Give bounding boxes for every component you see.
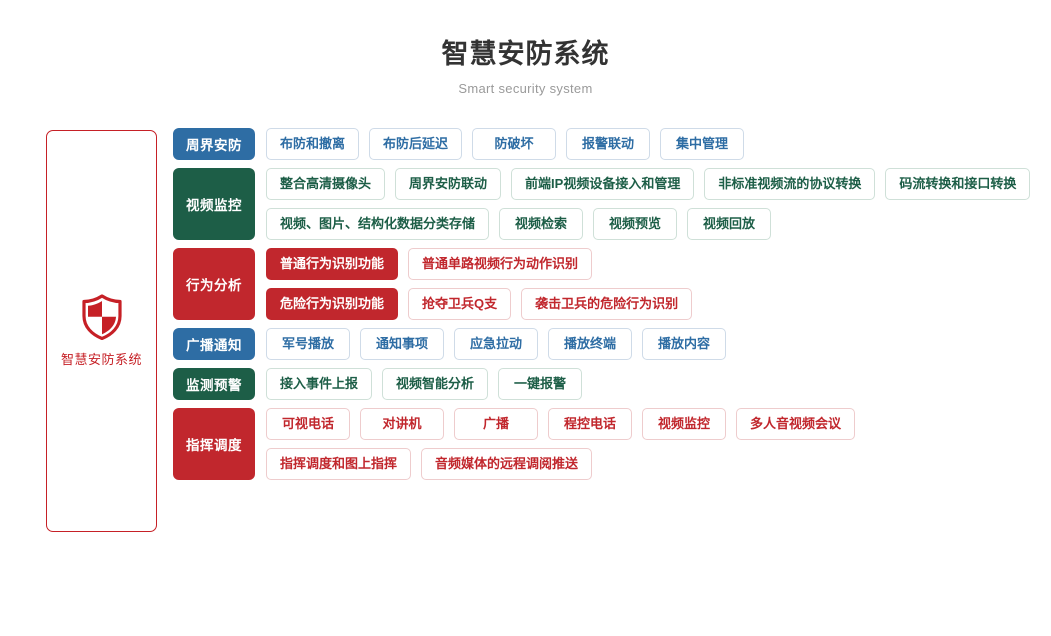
feature-group: 可视电话对讲机广播程控电话视频监控多人音视频会议指挥调度和图上指挥音频媒体的远程… [255,408,1043,480]
feature-pill[interactable]: 多人音视频会议 [736,408,856,440]
feature-line: 视频、图片、结构化数据分类存储视频检索视频预览视频回放 [266,208,1043,240]
feature-pill[interactable]: 普通行为识别功能 [266,248,399,280]
feature-pill[interactable]: 音频媒体的远程调阅推送 [421,448,593,480]
feature-pill[interactable]: 危险行为识别功能 [266,288,399,320]
category-label-6[interactable]: 指挥调度 [173,408,255,480]
page-subtitle: Smart security system [458,80,593,96]
feature-pill[interactable]: 视频监控 [642,408,726,440]
category-label-1[interactable]: 周界安防 [173,128,255,160]
feature-pill[interactable]: 前端IP视频设备接入和管理 [511,168,695,200]
feature-pill[interactable]: 可视电话 [266,408,350,440]
feature-pill[interactable]: 视频检索 [499,208,584,240]
feature-pill[interactable]: 指挥调度和图上指挥 [266,448,412,480]
feature-pill[interactable]: 通知事项 [360,328,444,360]
feature-pill[interactable]: 播放终端 [548,328,632,360]
feature-pill[interactable]: 接入事件上报 [266,368,373,400]
feature-pill[interactable]: 普通单路视频行为动作识别 [408,248,593,280]
feature-pill[interactable]: 播放内容 [642,328,726,360]
feature-line: 指挥调度和图上指挥音频媒体的远程调阅推送 [266,448,1043,480]
feature-pill[interactable]: 防破坏 [472,128,557,160]
category-row: 指挥调度可视电话对讲机广播程控电话视频监控多人音视频会议指挥调度和图上指挥音频媒… [173,408,1043,480]
feature-pill[interactable]: 视频智能分析 [382,368,489,400]
feature-pill[interactable]: 应急拉动 [454,328,538,360]
category-row: 周界安防布防和撤离布防后延迟防破坏报警联动集中管理 [173,128,1043,160]
feature-pill[interactable]: 视频、图片、结构化数据分类存储 [266,208,490,240]
feature-line: 接入事件上报视频智能分析一键报警 [266,368,1043,400]
brand-card: 智慧安防系统 [46,130,157,532]
category-label-5[interactable]: 监测预警 [173,368,255,400]
feature-pill[interactable]: 整合高清摄像头 [266,168,386,200]
category-label-3[interactable]: 行为分析 [173,248,255,320]
feature-pill[interactable]: 视频回放 [687,208,772,240]
feature-group: 普通行为识别功能普通单路视频行为动作识别危险行为识别功能抢夺卫兵Q支袭击卫兵的危… [255,248,1043,320]
feature-line: 布防和撤离布防后延迟防破坏报警联动集中管理 [266,128,1043,160]
brand-label: 智慧安防系统 [60,352,142,367]
category-label-4[interactable]: 广播通知 [173,328,255,360]
feature-line: 整合高清摄像头周界安防联动前端IP视频设备接入和管理非标准视频流的协议转换码流转… [266,168,1043,200]
feature-pill[interactable]: 视频预览 [593,208,678,240]
feature-line: 危险行为识别功能抢夺卫兵Q支袭击卫兵的危险行为识别 [266,288,1043,320]
feature-group: 军号播放通知事项应急拉动播放终端播放内容 [255,328,1043,360]
category-rows: 周界安防布防和撤离布防后延迟防破坏报警联动集中管理视频监控整合高清摄像头周界安防… [173,128,1043,488]
feature-group: 接入事件上报视频智能分析一键报警 [255,368,1043,400]
feature-pill[interactable]: 军号播放 [266,328,350,360]
page-header: 智慧安防系统 Smart security system [0,0,1051,96]
feature-pill[interactable]: 布防后延迟 [369,128,463,160]
feature-line: 军号播放通知事项应急拉动播放终端播放内容 [266,328,1043,360]
feature-pill[interactable]: 码流转换和接口转换 [885,168,1031,200]
feature-pill[interactable]: 广播 [454,408,538,440]
feature-pill[interactable]: 非标准视频流的协议转换 [704,168,876,200]
category-row: 监测预警接入事件上报视频智能分析一键报警 [173,368,1043,400]
category-row: 视频监控整合高清摄像头周界安防联动前端IP视频设备接入和管理非标准视频流的协议转… [173,168,1043,240]
page-title: 智慧安防系统 [441,39,610,69]
feature-group: 布防和撤离布防后延迟防破坏报警联动集中管理 [255,128,1043,160]
feature-pill[interactable]: 程控电话 [548,408,632,440]
feature-group: 整合高清摄像头周界安防联动前端IP视频设备接入和管理非标准视频流的协议转换码流转… [255,168,1043,240]
feature-pill[interactable]: 周界安防联动 [395,168,502,200]
feature-pill[interactable]: 布防和撤离 [266,128,360,160]
feature-line: 可视电话对讲机广播程控电话视频监控多人音视频会议 [266,408,1043,440]
feature-pill[interactable]: 报警联动 [566,128,651,160]
feature-pill[interactable]: 集中管理 [660,128,745,160]
category-row: 行为分析普通行为识别功能普通单路视频行为动作识别危险行为识别功能抢夺卫兵Q支袭击… [173,248,1043,320]
feature-line: 普通行为识别功能普通单路视频行为动作识别 [266,248,1043,280]
category-label-2[interactable]: 视频监控 [173,168,255,240]
feature-pill[interactable]: 对讲机 [360,408,444,440]
category-row: 广播通知军号播放通知事项应急拉动播放终端播放内容 [173,328,1043,360]
feature-pill[interactable]: 一键报警 [498,368,583,400]
feature-pill[interactable]: 抢夺卫兵Q支 [408,288,512,320]
shield-icon [81,294,123,341]
feature-pill[interactable]: 袭击卫兵的危险行为识别 [521,288,693,320]
